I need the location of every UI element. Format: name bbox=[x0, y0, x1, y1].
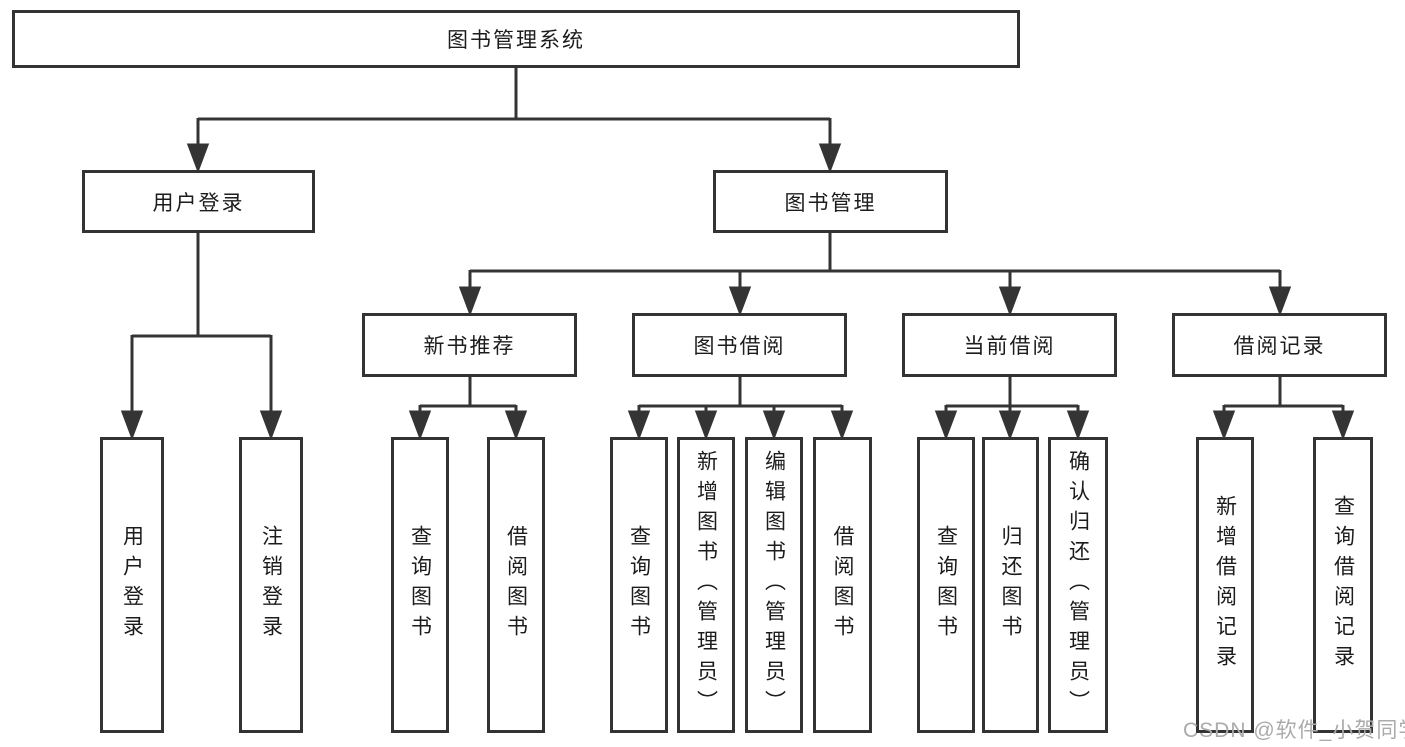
node-label: 查询图书 bbox=[627, 525, 651, 645]
leaf-add-books-admin: 新增图书（管理员） bbox=[677, 437, 735, 733]
arrowhead-icon bbox=[728, 286, 752, 317]
arrowhead-icon bbox=[1212, 410, 1236, 441]
node-label: 新书推荐 bbox=[423, 335, 516, 358]
arrowhead-icon bbox=[818, 143, 842, 174]
csdn-watermark: CSDN @软件_小贺同学 bbox=[1183, 719, 1405, 742]
node-label: 注销登录 bbox=[259, 525, 283, 645]
leaf-return-books: 归还图书 bbox=[982, 437, 1039, 733]
leaf-borrow-books-borrowing: 借阅图书 bbox=[813, 437, 872, 733]
leaf-add-borrow-record: 新增借阅记录 bbox=[1196, 437, 1254, 733]
arrowhead-icon bbox=[934, 410, 958, 441]
leaf-edit-books-admin: 编辑图书（管理员） bbox=[745, 437, 803, 733]
node-new-book-recommend: 新书推荐 bbox=[362, 313, 577, 377]
node-label: 新增借阅记录 bbox=[1213, 495, 1237, 675]
connector-userlogin-subtree bbox=[120, 233, 283, 441]
node-label: 查询图书 bbox=[408, 525, 432, 645]
node-label: 归还图书 bbox=[999, 525, 1022, 645]
arrowhead-icon bbox=[1066, 410, 1090, 441]
node-current-borrowing: 当前借阅 bbox=[902, 313, 1117, 377]
arrowhead-icon bbox=[259, 410, 283, 441]
leaf-query-borrow-record: 查询借阅记录 bbox=[1313, 437, 1373, 733]
node-label: 新增图书（管理员） bbox=[694, 450, 718, 720]
leaf-user-login: 用户登录 bbox=[100, 437, 164, 733]
arrowhead-icon bbox=[458, 286, 482, 317]
arrowhead-icon bbox=[186, 143, 210, 174]
leaf-confirm-return-admin: 确认归还（管理员） bbox=[1048, 437, 1108, 733]
node-label: 图书借阅 bbox=[693, 335, 786, 358]
node-book-management-branch: 图书管理 bbox=[713, 170, 948, 233]
node-label: 图书管理系统 bbox=[447, 29, 585, 52]
node-book-borrowing: 图书借阅 bbox=[632, 313, 847, 377]
arrowhead-icon bbox=[762, 410, 786, 441]
arrowhead-icon bbox=[408, 410, 432, 441]
node-library-management-system: 图书管理系统 bbox=[12, 10, 1020, 68]
node-label: 借阅图书 bbox=[831, 525, 854, 645]
connector-currentborrow-subtree bbox=[934, 377, 1090, 441]
arrowhead-icon bbox=[830, 410, 854, 441]
node-label: 查询借阅记录 bbox=[1331, 495, 1355, 675]
node-label: 用户登录 bbox=[120, 525, 144, 645]
leaf-query-books-newbook: 查询图书 bbox=[391, 437, 449, 733]
arrowhead-icon bbox=[998, 410, 1022, 441]
connector-root-to-level2 bbox=[186, 68, 842, 174]
node-label: 用户登录 bbox=[152, 191, 245, 215]
arrowhead-icon bbox=[504, 410, 528, 441]
arrowhead-icon bbox=[1268, 286, 1292, 317]
arrowhead-icon bbox=[1331, 410, 1355, 441]
leaf-query-books-borrowing: 查询图书 bbox=[610, 437, 668, 733]
node-label: 确认归还（管理员） bbox=[1066, 450, 1090, 720]
connector-records-subtree bbox=[1212, 377, 1355, 441]
arrowhead-icon bbox=[120, 410, 144, 441]
node-label: 图书管理 bbox=[784, 191, 877, 215]
node-label: 查询图书 bbox=[934, 525, 958, 645]
connector-bookborrow-subtree bbox=[627, 377, 854, 441]
node-borrowing-records: 借阅记录 bbox=[1172, 313, 1387, 377]
node-label: 借阅记录 bbox=[1233, 335, 1326, 358]
node-label: 编辑图书（管理员） bbox=[762, 450, 786, 720]
leaf-borrow-books-newbook: 借阅图书 bbox=[487, 437, 545, 733]
arrowhead-icon bbox=[627, 410, 651, 441]
connector-newbook-subtree bbox=[408, 377, 528, 441]
node-label: 借阅图书 bbox=[504, 525, 528, 645]
arrowhead-icon bbox=[998, 286, 1022, 317]
node-user-login-branch: 用户登录 bbox=[82, 170, 315, 233]
leaf-logout: 注销登录 bbox=[239, 437, 303, 733]
arrowhead-icon bbox=[694, 410, 718, 441]
connector-bookmgmt-to-level3 bbox=[458, 233, 1292, 317]
leaf-query-books-current: 查询图书 bbox=[917, 437, 975, 733]
node-label: 当前借阅 bbox=[963, 335, 1056, 358]
